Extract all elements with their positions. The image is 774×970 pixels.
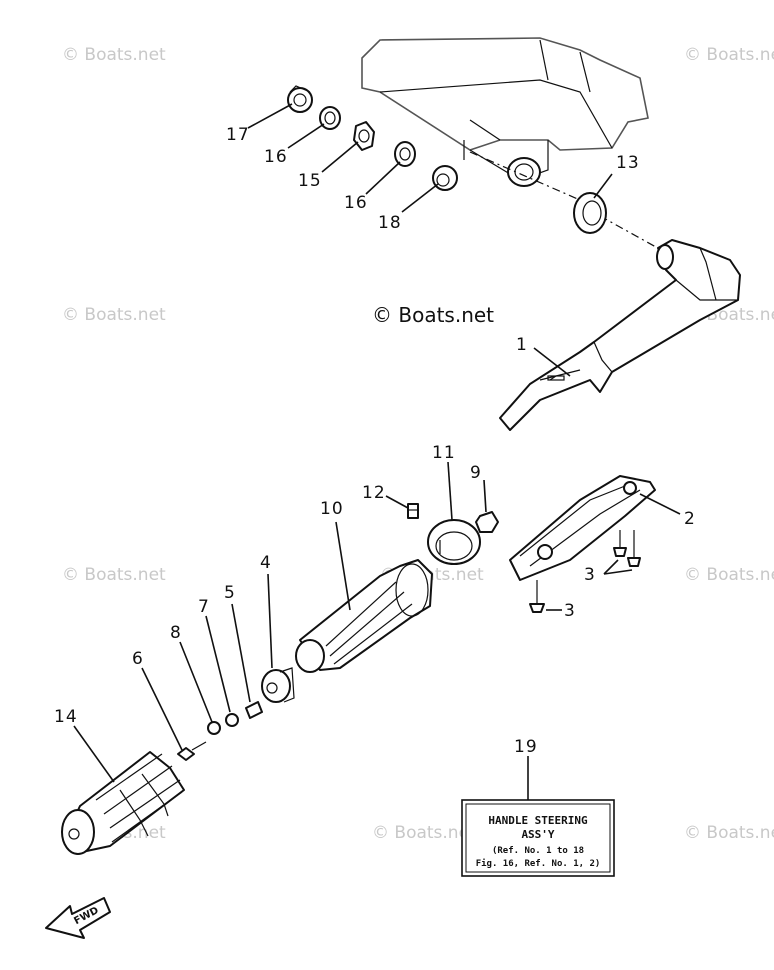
callout-17: 17: [226, 125, 250, 145]
callout-13: 14: [54, 707, 78, 727]
part-1-steering-handle: [499, 239, 741, 431]
callout-6: 6: [132, 649, 144, 669]
part-18-clip: [432, 165, 458, 191]
callout-5: 5: [224, 583, 236, 603]
label-box-title: HANDLE STEERING: [488, 814, 588, 827]
part-3-screw: [613, 530, 627, 557]
callout-3: 3: [584, 565, 596, 585]
callout-15: 15: [298, 171, 322, 191]
callout-19: 19: [514, 737, 538, 757]
part-11-collar: [427, 519, 481, 565]
handle-steering-label-box: HANDLE STEERING ASS'Y (Ref. No. 1 to 18 …: [461, 799, 615, 877]
part-8-washer: [207, 721, 221, 735]
callout-14: 13: [616, 153, 640, 173]
callout-16: 16: [264, 147, 288, 167]
bracket-housing: [361, 37, 649, 187]
label-box-ref-line: (Ref. No. 1 to 18: [492, 846, 584, 856]
callout-16-lower: 16: [344, 193, 368, 213]
label-box-fig-line: Fig. 16, Ref. No. 1, 2): [476, 858, 601, 869]
part-14-bushing: [573, 192, 607, 234]
part-17-bushing: [287, 85, 313, 113]
callout-9: 9: [470, 463, 482, 483]
watermark: © Boats.net: [62, 45, 166, 65]
callout-3-lower: 3: [564, 601, 576, 621]
callout-10: 10: [320, 499, 344, 519]
part-13-grip: [61, 751, 185, 855]
watermark: © Boats.net: [684, 823, 774, 843]
callout-1: 1: [516, 335, 528, 355]
callout-11: 11: [432, 443, 456, 463]
part-10-grip-shaft: [295, 559, 433, 673]
part-12-pin: [407, 503, 419, 519]
callout-4: 4: [260, 553, 272, 573]
part-3-screw: [627, 530, 641, 567]
callout-18: 18: [378, 213, 402, 233]
part-4-end-cap: [261, 667, 295, 703]
part-6-screw: [177, 741, 207, 761]
part-9-nut: [475, 511, 499, 533]
callout-2: 2: [684, 509, 696, 529]
part-5-spring: [245, 701, 263, 719]
watermark: © Boats.net: [372, 823, 476, 843]
part-16-washer: [319, 106, 341, 130]
callout-8: 8: [170, 623, 182, 643]
watermark: © Boats.net: [684, 565, 774, 585]
callout-7: 7: [198, 597, 210, 617]
watermark: © Boats.net: [62, 305, 166, 325]
watermark: © Boats.net: [62, 565, 166, 585]
callout-12: 12: [362, 483, 386, 503]
watermark: © Boats.net: [684, 45, 774, 65]
part-15-nut: [353, 121, 375, 151]
fwd-arrow-icon: FWD: [45, 897, 111, 939]
part-16-washer-lower: [394, 141, 416, 167]
part-2-bracket: [509, 475, 656, 581]
part-3-screw: [529, 580, 545, 613]
part-7-washer: [225, 713, 239, 727]
callouts: 17 16 15 16 18 13 1 2 3 3 9 11 12 10 4 5: [54, 103, 696, 800]
copyright-text: © Boats.net: [372, 303, 494, 327]
label-box-subtitle: ASS'Y: [521, 828, 554, 841]
